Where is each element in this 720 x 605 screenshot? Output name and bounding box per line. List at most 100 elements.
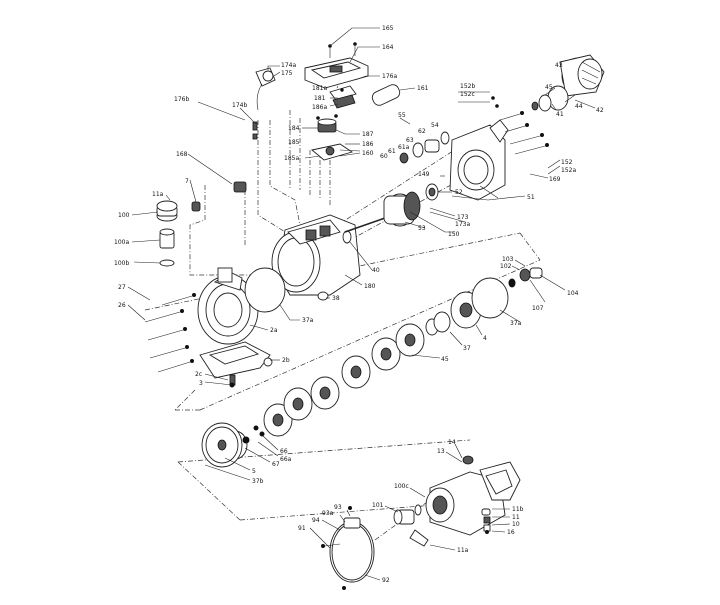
label-42: 42	[596, 107, 604, 114]
label-11a-bottom: 11a	[457, 547, 469, 554]
label-169: 169	[549, 176, 561, 183]
label-185: 185	[288, 139, 300, 146]
label-37: 37	[463, 345, 471, 352]
label-14: 14	[448, 439, 456, 446]
label-176b: 176b	[174, 96, 189, 103]
plug-7	[191, 201, 201, 212]
pump-casing-2a	[197, 267, 259, 345]
label-181a: 181a	[312, 85, 327, 92]
label-93: 93	[334, 504, 342, 511]
label-164: 164	[382, 44, 394, 51]
label-3: 3	[199, 380, 203, 387]
label-180: 180	[364, 283, 376, 290]
label-63: 63	[406, 137, 414, 144]
cable-gland-174a	[255, 67, 276, 111]
label-27: 27	[118, 284, 126, 291]
seal-plate-185	[311, 143, 354, 161]
label-161: 161	[417, 85, 429, 92]
plug-168	[233, 181, 247, 193]
label-102: 102	[500, 263, 512, 270]
label-66a: 66a	[280, 456, 292, 463]
label-174b: 174b	[232, 102, 247, 109]
label-181: 181	[314, 95, 326, 102]
label-26: 26	[118, 302, 126, 309]
screw-2c	[229, 374, 236, 388]
label-2c: 2c	[195, 371, 202, 378]
label-38: 38	[332, 295, 340, 302]
label-53: 53	[418, 225, 426, 232]
label-43: 43	[555, 62, 563, 69]
label-91: 91	[298, 525, 306, 532]
label-52: 52	[455, 189, 463, 196]
label-187: 187	[362, 131, 374, 138]
bolts-26-27	[144, 293, 196, 373]
label-100a: 100a	[114, 239, 129, 246]
label-149: 149	[418, 171, 430, 178]
label-66: 66	[280, 448, 288, 455]
label-62: 62	[418, 128, 426, 135]
label-4: 4	[483, 335, 487, 342]
nipple-100a	[159, 228, 175, 249]
label-100c: 100c	[394, 483, 409, 490]
fan-41-45	[531, 85, 569, 112]
label-107: 107	[532, 305, 544, 312]
pressure-sensor-184	[316, 114, 338, 133]
label-173a: 173a	[455, 221, 470, 228]
label-101: 101	[372, 502, 384, 509]
fill-plug-100	[156, 200, 178, 222]
label-40: 40	[372, 267, 380, 274]
label-150: 150	[448, 231, 460, 238]
label-104: 104	[567, 290, 579, 297]
label-44: 44	[575, 103, 583, 110]
label-11b: 11b	[512, 506, 524, 513]
label-94: 94	[312, 517, 320, 524]
bearing-149	[425, 183, 439, 201]
label-100b: 100b	[114, 260, 129, 267]
plug-11a-bottom	[409, 529, 429, 547]
nipple-101	[393, 504, 422, 525]
label-152c: 152c	[460, 91, 475, 98]
part-labels: 165 164 174a 175 176a 181a 181 186a 161 …	[114, 25, 604, 584]
label-37b: 37b	[252, 478, 264, 485]
pressure-housing-10-16	[425, 455, 521, 536]
label-176a: 176a	[382, 73, 397, 80]
label-152b: 152b	[460, 83, 475, 90]
label-93a: 93a	[322, 510, 334, 517]
base-2b	[199, 341, 273, 379]
label-37a-right: 37a	[510, 320, 522, 327]
label-61a: 61a	[398, 144, 410, 151]
label-92: 92	[382, 577, 390, 584]
label-186a: 186a	[312, 104, 327, 111]
label-185a: 185a	[284, 155, 299, 162]
oring-100b	[159, 259, 175, 267]
label-51: 51	[527, 194, 535, 201]
label-184: 184	[288, 125, 300, 132]
label-173: 173	[457, 214, 469, 221]
motor-housing-180	[271, 214, 361, 296]
label-54: 54	[431, 122, 439, 129]
valve-102-104	[508, 267, 543, 288]
bolts-152	[491, 96, 549, 155]
label-2a: 2a	[270, 327, 278, 334]
label-60: 60	[380, 153, 388, 160]
label-11: 11	[512, 514, 520, 521]
clamp-92	[321, 506, 375, 590]
label-160: 160	[362, 150, 374, 157]
rotor-shaft-53	[344, 191, 421, 233]
label-152: 152	[561, 159, 573, 166]
label-45: 45	[545, 84, 553, 91]
label-175: 175	[281, 70, 293, 77]
capacitor-161	[371, 84, 401, 106]
label-103: 103	[502, 256, 514, 263]
label-11a-top: 11a	[152, 191, 164, 198]
label-2b: 2b	[282, 357, 290, 364]
label-168: 168	[176, 151, 188, 158]
fittings-11	[481, 508, 491, 534]
label-165: 165	[382, 25, 394, 32]
label-55: 55	[398, 112, 406, 119]
label-41: 41	[556, 111, 564, 118]
label-174a: 174a	[281, 62, 296, 69]
label-186: 186	[362, 141, 374, 148]
end-plate-5	[201, 422, 250, 468]
